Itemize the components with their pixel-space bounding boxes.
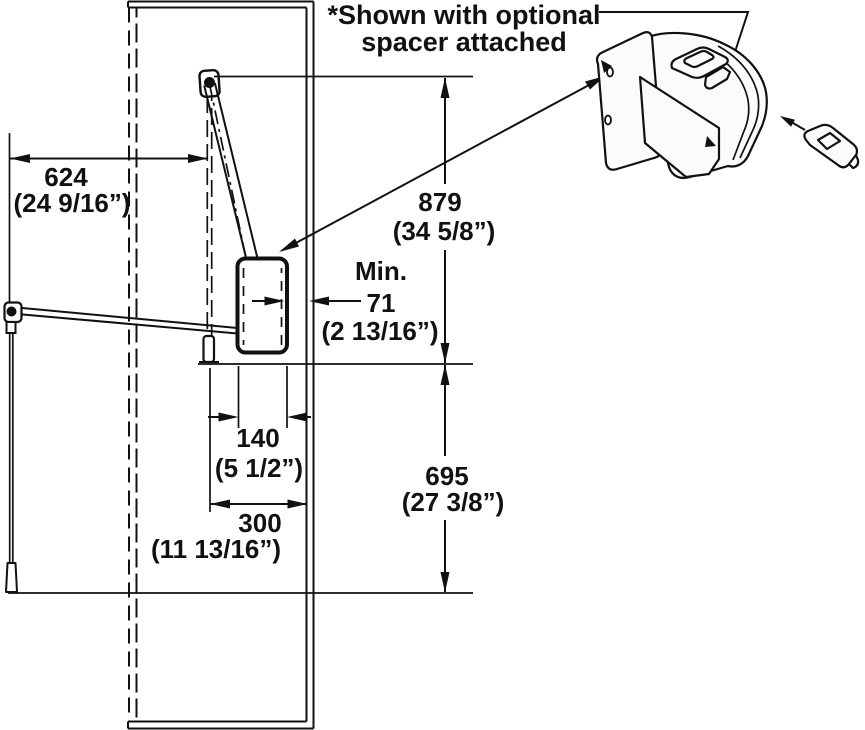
dimension-upper-height: 879 (34 5/8”) (393, 77, 496, 364)
dim-879-inch: (34 5/8”) (393, 216, 496, 246)
dimension-housing-width: 140 (5 1/2”) (208, 412, 311, 483)
dimension-min-front: Min. 71 (2 13/16”) (252, 256, 439, 346)
spacer-piece (780, 116, 860, 170)
rail-top-edge (16, 306, 238, 329)
housing-3d-clip-bottom (705, 136, 716, 147)
lift-arm-right-edge (213, 82, 260, 263)
housing-3d-illustration (595, 31, 768, 180)
spacer-arrow-line (792, 122, 806, 131)
dimension-pull-out: 624 (24 9/16”) (10, 154, 208, 218)
note-line-2: spacer attached (361, 27, 567, 57)
dim-300-inch: (11 13/16”) (151, 534, 281, 564)
spacer-note: *Shown with optional spacer attached (328, 0, 750, 71)
rail-pivot-point (6, 306, 17, 317)
detail-link-arrowhead-housing (279, 238, 299, 252)
dim-300-mm: 300 (238, 508, 281, 538)
dim-71-mm: 71 (367, 288, 396, 318)
note-line-1: *Shown with optional (328, 0, 601, 30)
arrowhead-695-bottom (440, 572, 450, 593)
dim-71-label: Min. (355, 256, 407, 286)
dimension-depth: 300 (11 13/16”) (151, 499, 308, 564)
pivot-point (204, 77, 215, 88)
dim-695-mm: 695 (425, 461, 468, 491)
detail-link-line (293, 83, 591, 245)
extension-lines (8, 75, 473, 594)
handle-connector (5, 321, 17, 334)
handle-end-cap (5, 562, 18, 593)
dim-624-mm: 624 (44, 162, 88, 192)
housing-3d-front-face (638, 75, 721, 179)
dim-140-mm: 140 (236, 423, 279, 453)
arrowhead-300-left (210, 499, 230, 509)
arrowhead-879-bottom (440, 343, 450, 364)
lift-housing (235, 256, 289, 355)
dimension-lower-height: 695 (27 3/8”) (402, 364, 505, 593)
spacer-3d-slot (816, 131, 842, 151)
mounting-plate-screw-bottom (604, 114, 612, 126)
dim-624-inch: (24 9/16”) (13, 188, 130, 218)
arrowhead-624-left (10, 154, 30, 163)
housing-3d-tab-slot (683, 49, 715, 69)
pull-down-rail (3, 301, 238, 593)
lift-rod-end-fitting (202, 334, 216, 364)
arrowhead-71-left (264, 296, 285, 306)
dim-140-inch: (5 1/2”) (215, 453, 303, 483)
arrowhead-695-top (440, 364, 450, 385)
dim-71-inch: (2 13/16”) (321, 316, 438, 346)
housing-3d-lamination-outer (717, 45, 760, 159)
attached-spacer-3d (703, 65, 732, 90)
arrowhead-140-right (287, 412, 307, 422)
arrowhead-624-right (188, 154, 208, 163)
lift-unit (198, 69, 289, 364)
housing-3d-clip-top (601, 60, 612, 73)
dim-879-mm: 879 (418, 187, 461, 217)
arrowhead-71-right (309, 296, 329, 306)
arrowhead-140-left (218, 412, 239, 422)
spacer-3d-end-face (847, 153, 860, 170)
arrowhead-300-right (287, 499, 308, 509)
spacer-arrowhead (780, 116, 795, 127)
dim-695-inch: (27 3/8”) (402, 487, 505, 517)
rail-bottom-edge (16, 313, 238, 335)
arrowhead-879-top (440, 77, 450, 98)
note-leader-line (599, 11, 750, 59)
